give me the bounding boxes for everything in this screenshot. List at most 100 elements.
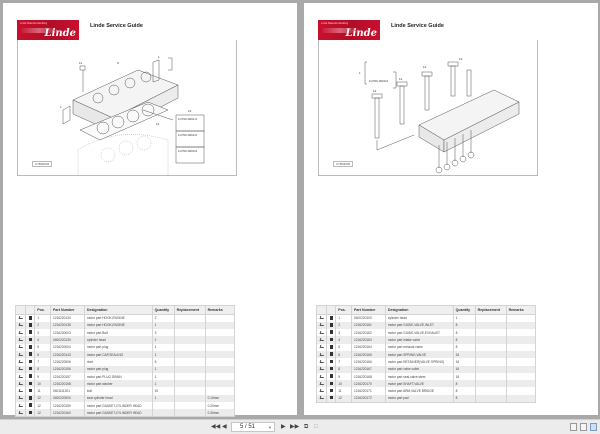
details-icon[interactable] <box>326 394 337 403</box>
details-icon[interactable] <box>25 365 36 373</box>
details-icon[interactable] <box>326 321 337 330</box>
details-icon[interactable] <box>326 343 337 351</box>
add-to-cart-icon[interactable] <box>315 358 328 366</box>
designation-cell: cylinder head <box>83 336 153 344</box>
details-icon[interactable] <box>25 372 36 381</box>
quantity-cell: 16 <box>452 358 476 366</box>
add-to-cart-icon[interactable] <box>14 329 27 337</box>
add-to-cart-icon[interactable] <box>14 350 27 359</box>
add-to-cart-icon[interactable] <box>14 336 27 344</box>
add-to-cart-icon[interactable] <box>315 321 328 330</box>
add-to-cart-icon[interactable] <box>14 372 27 381</box>
two-page-view-icon[interactable] <box>590 423 597 431</box>
details-icon[interactable] <box>326 336 337 344</box>
details-icon[interactable] <box>25 409 36 418</box>
add-to-cart-icon[interactable] <box>315 372 328 381</box>
continuous-view-icon[interactable] <box>580 423 587 431</box>
details-icon[interactable] <box>326 365 337 373</box>
add-to-cart-icon[interactable] <box>315 314 328 322</box>
details-icon[interactable] <box>25 314 36 322</box>
page-left: Linde Material Handling Linde Linde Serv… <box>3 3 297 418</box>
add-to-cart-icon[interactable] <box>315 365 328 373</box>
add-to-cart-icon[interactable] <box>14 343 27 351</box>
details-icon[interactable] <box>25 394 36 403</box>
details-icon[interactable] <box>326 387 337 395</box>
pos-cell: 11 <box>335 387 352 395</box>
details-icon[interactable] <box>25 336 36 344</box>
add-to-cart-icon[interactable] <box>14 358 27 366</box>
first-page-icon[interactable]: ◀◀ <box>211 424 221 430</box>
details-icon[interactable] <box>25 343 36 351</box>
details-icon[interactable] <box>25 387 36 395</box>
last-page-icon[interactable]: ▶▶ <box>290 424 300 430</box>
select-icon[interactable]: □ <box>314 424 318 430</box>
details-icon[interactable] <box>326 380 337 388</box>
details-icon[interactable] <box>326 358 337 366</box>
add-to-cart-icon[interactable] <box>315 329 328 337</box>
next-page-icon[interactable]: ▶ <box>281 424 286 430</box>
add-to-cart-icon[interactable] <box>315 387 328 395</box>
details-icon[interactable] <box>25 329 36 337</box>
add-to-cart-icon[interactable] <box>315 394 328 403</box>
prev-page-icon[interactable]: ◀ <box>222 424 227 430</box>
add-to-cart-icon[interactable] <box>14 380 27 388</box>
quantity-cell <box>151 402 175 410</box>
pos-cell: 4 <box>335 336 352 344</box>
add-to-cart-icon[interactable] <box>14 409 27 418</box>
chevron-down-icon[interactable]: ▼ <box>268 425 272 430</box>
page-number-input[interactable]: 5 / 51 ▼ <box>231 422 275 432</box>
copy-icon[interactable]: ⧉ <box>304 424 309 430</box>
details-icon[interactable] <box>25 321 36 330</box>
add-to-cart-icon[interactable] <box>315 350 328 359</box>
details-icon[interactable] <box>25 380 36 388</box>
add-to-cart-icon[interactable] <box>14 394 27 403</box>
part-number-cell: 1216220170 <box>350 380 386 388</box>
add-to-cart-icon[interactable] <box>14 321 27 330</box>
details-icon[interactable] <box>326 350 337 359</box>
add-to-cart-icon[interactable] <box>315 336 328 344</box>
add-to-cart-icon[interactable] <box>14 365 27 373</box>
replacement-cell <box>173 321 206 330</box>
single-page-view-icon[interactable] <box>570 423 577 431</box>
details-icon[interactable] <box>326 314 337 322</box>
details-icon[interactable] <box>25 358 36 366</box>
add-to-cart-icon[interactable] <box>315 380 328 388</box>
details-icon[interactable] <box>326 372 337 381</box>
details-icon[interactable] <box>326 329 337 337</box>
add-to-cart-icon[interactable] <box>14 387 27 395</box>
details-icon[interactable] <box>25 402 36 410</box>
linde-logo: Linde Material Handling Linde <box>318 20 380 40</box>
add-to-cart-icon[interactable] <box>14 314 27 322</box>
designation-cell: motor part GUIDE,VALVE,INLET <box>384 321 454 330</box>
details-icon[interactable] <box>25 350 36 359</box>
add-to-cart-icon[interactable] <box>315 343 328 351</box>
add-to-cart-icon[interactable] <box>14 402 27 410</box>
